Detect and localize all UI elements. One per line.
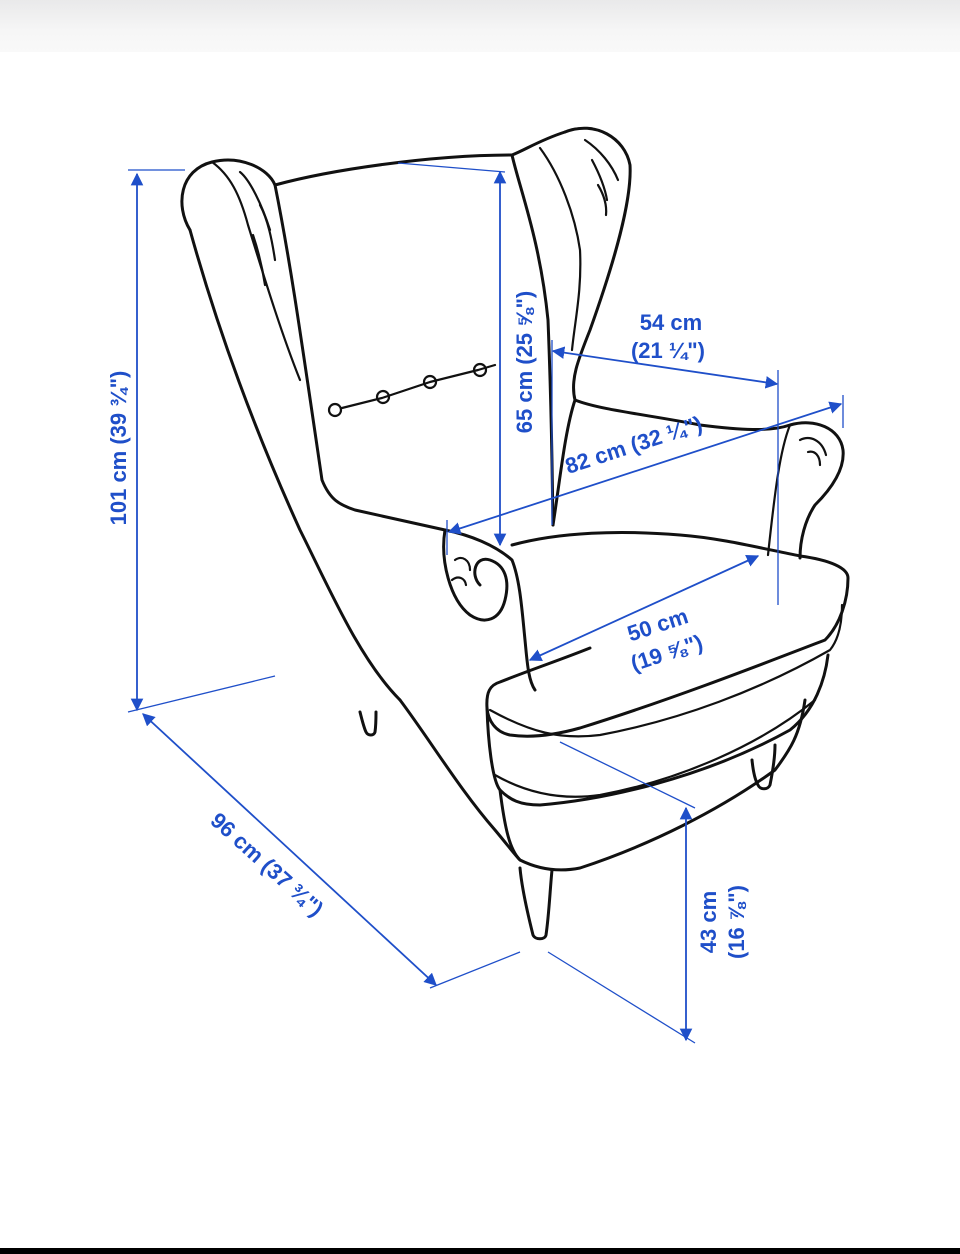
seat-cushion [485, 531, 850, 738]
label-depth-total: 96 cm (37 ¾") [206, 807, 329, 921]
left-arm [443, 528, 537, 692]
armchair-drawing [180, 126, 850, 941]
dim-seat-width-line [528, 554, 760, 662]
back-top [273, 130, 567, 187]
back-buttons [327, 362, 497, 418]
label-seat-depth-cm: 54 cm [640, 310, 702, 335]
label-seat-height-in: (16 ⅞") [724, 885, 749, 959]
label-height-total: 101 cm (39 ¾") [106, 371, 131, 526]
top-bar [0, 0, 960, 52]
dim-width-total-line [447, 401, 843, 535]
leg-front-left [518, 866, 554, 941]
left-wing-roll [210, 160, 302, 382]
dimension-lines [127, 162, 844, 1044]
label-seat-height-cm: 43 cm [696, 891, 721, 953]
dim-depth-total-line [142, 713, 437, 986]
left-wing [180, 158, 447, 532]
right-arm [573, 398, 845, 560]
left-wing-inner [188, 228, 402, 702]
dim-seat-depth-line [551, 346, 779, 389]
dimension-labels: 101 cm (39 ¾") 96 cm (37 ¾") 65 cm (25 ⅝… [106, 291, 749, 959]
label-backrest-height: 65 cm (25 ⅝") [512, 291, 537, 434]
front-base [485, 653, 830, 807]
bottom-edge [0, 1248, 960, 1254]
leg-front-right [750, 743, 777, 791]
leg-back-left [358, 710, 378, 737]
label-seat-depth-in: (21 ¼") [631, 338, 705, 363]
label-width-total: 82 cm (32 ¼") [562, 411, 705, 479]
